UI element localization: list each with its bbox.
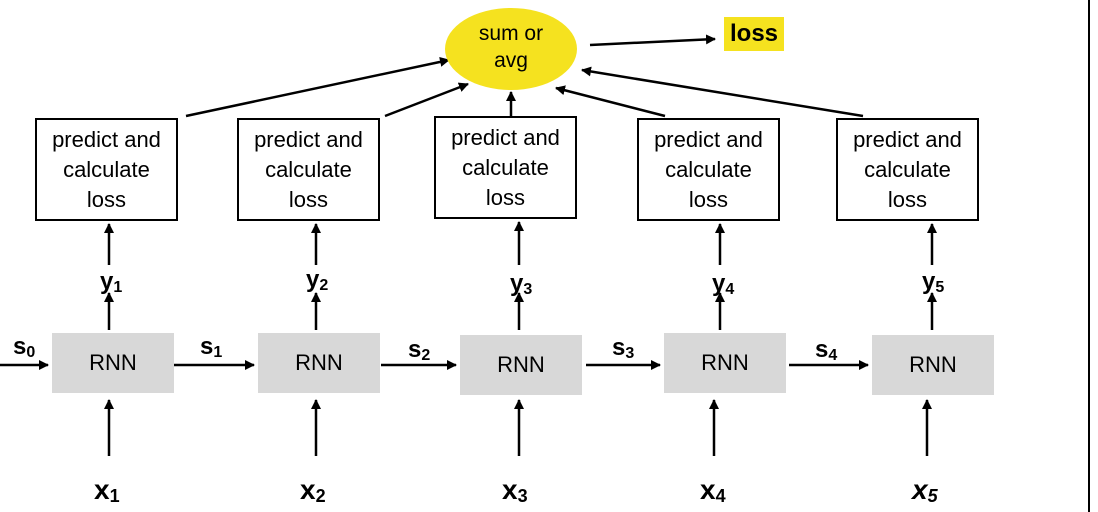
predict-box-1: predict and calculate loss <box>35 118 178 221</box>
state-s2-label: s2 <box>408 336 431 365</box>
arrow-box2-to-aggregator <box>384 82 469 118</box>
output-y3-label: y3 <box>510 270 533 299</box>
aggregator-label: sum or avg <box>478 22 544 72</box>
predict-box-2: predict and calculate loss <box>237 118 380 221</box>
arrow-aggregator-to-loss <box>589 34 716 47</box>
total-loss-label: loss <box>724 17 784 51</box>
state-s4-label: s4 <box>815 336 838 365</box>
input-x3-label: x3 <box>502 474 528 507</box>
rnn-cell-5: RNN <box>872 335 994 395</box>
state-s3-label: s3 <box>612 334 635 363</box>
output-y1-label: y1 <box>100 268 123 297</box>
output-y2-label: y2 <box>306 266 329 295</box>
arrow-box1-to-aggregator <box>185 56 450 118</box>
arrow-box5-to-aggregator <box>581 66 864 118</box>
input-x1-label: x1 <box>94 474 120 507</box>
frame-border <box>1088 0 1090 512</box>
output-y5-label: y5 <box>922 268 945 297</box>
rnn-cell-1: RNN <box>52 333 174 393</box>
aggregator-node <box>445 8 577 90</box>
arrow-box4-to-aggregator <box>555 85 666 118</box>
input-x2-label: x2 <box>300 474 326 507</box>
predict-box-3: predict and calculate loss <box>434 116 577 219</box>
rnn-cell-2: RNN <box>258 333 380 393</box>
rnn-cell-4: RNN <box>664 333 786 393</box>
state-s1-label: s1 <box>200 333 223 362</box>
input-x4-label: x4 <box>700 474 726 507</box>
predict-box-5: predict and calculate loss <box>836 118 979 221</box>
input-x5-label: x5 <box>912 474 938 507</box>
rnn-cell-3: RNN <box>460 335 582 395</box>
state-s0-label: s0 <box>13 333 36 362</box>
predict-box-4: predict and calculate loss <box>637 118 780 221</box>
output-y4-label: y4 <box>712 270 735 299</box>
